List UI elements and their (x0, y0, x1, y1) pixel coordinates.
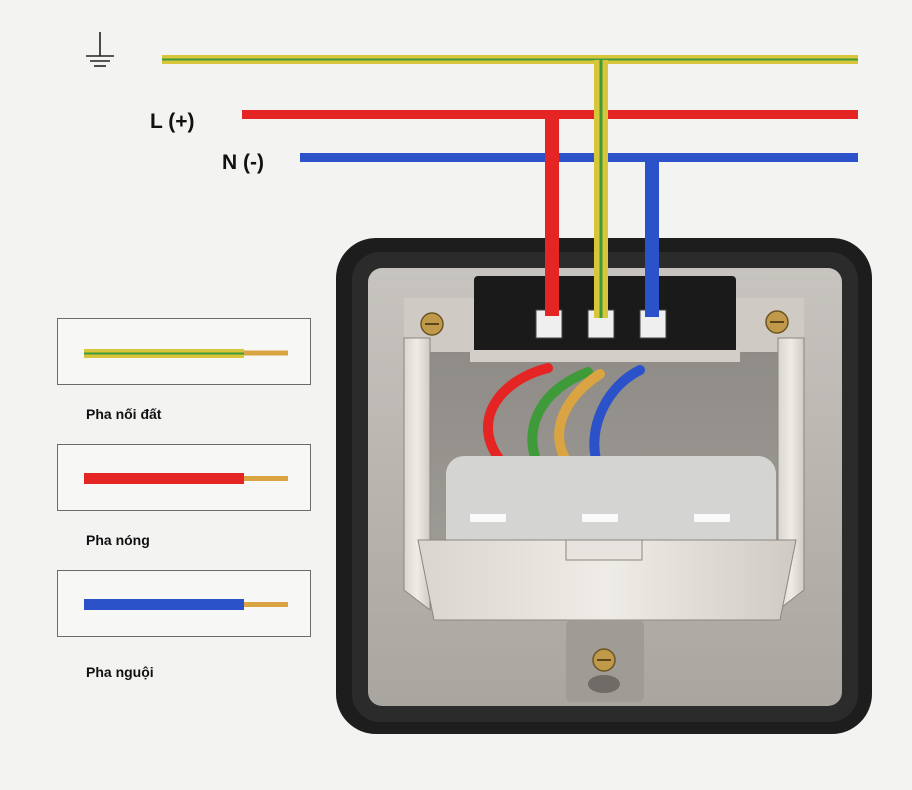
ground-symbol-icon (86, 32, 114, 67)
live-bus-label: L (+) (150, 110, 195, 133)
legend-live-label: Pha nóng (86, 532, 150, 548)
legend-neutral-label: Pha nguội (86, 664, 154, 680)
live-wire-sample (84, 473, 288, 484)
neutral-bus-label: N (-) (222, 151, 264, 174)
legend-live-swatch (57, 444, 311, 511)
legend-neutral-swatch (57, 570, 311, 637)
earth-drop-wire (594, 60, 608, 318)
socket-unit (336, 238, 872, 734)
legend-earth-label: Pha nối đất (86, 406, 162, 422)
neutral-bus-wire (300, 153, 858, 162)
earth-wire-sample (84, 349, 288, 358)
live-drop-wire (545, 114, 559, 316)
neutral-wire-sample (84, 599, 288, 610)
neutral-drop-wire (645, 157, 659, 317)
legend-earth-swatch (57, 318, 311, 385)
earth-bus-wire (162, 55, 858, 64)
